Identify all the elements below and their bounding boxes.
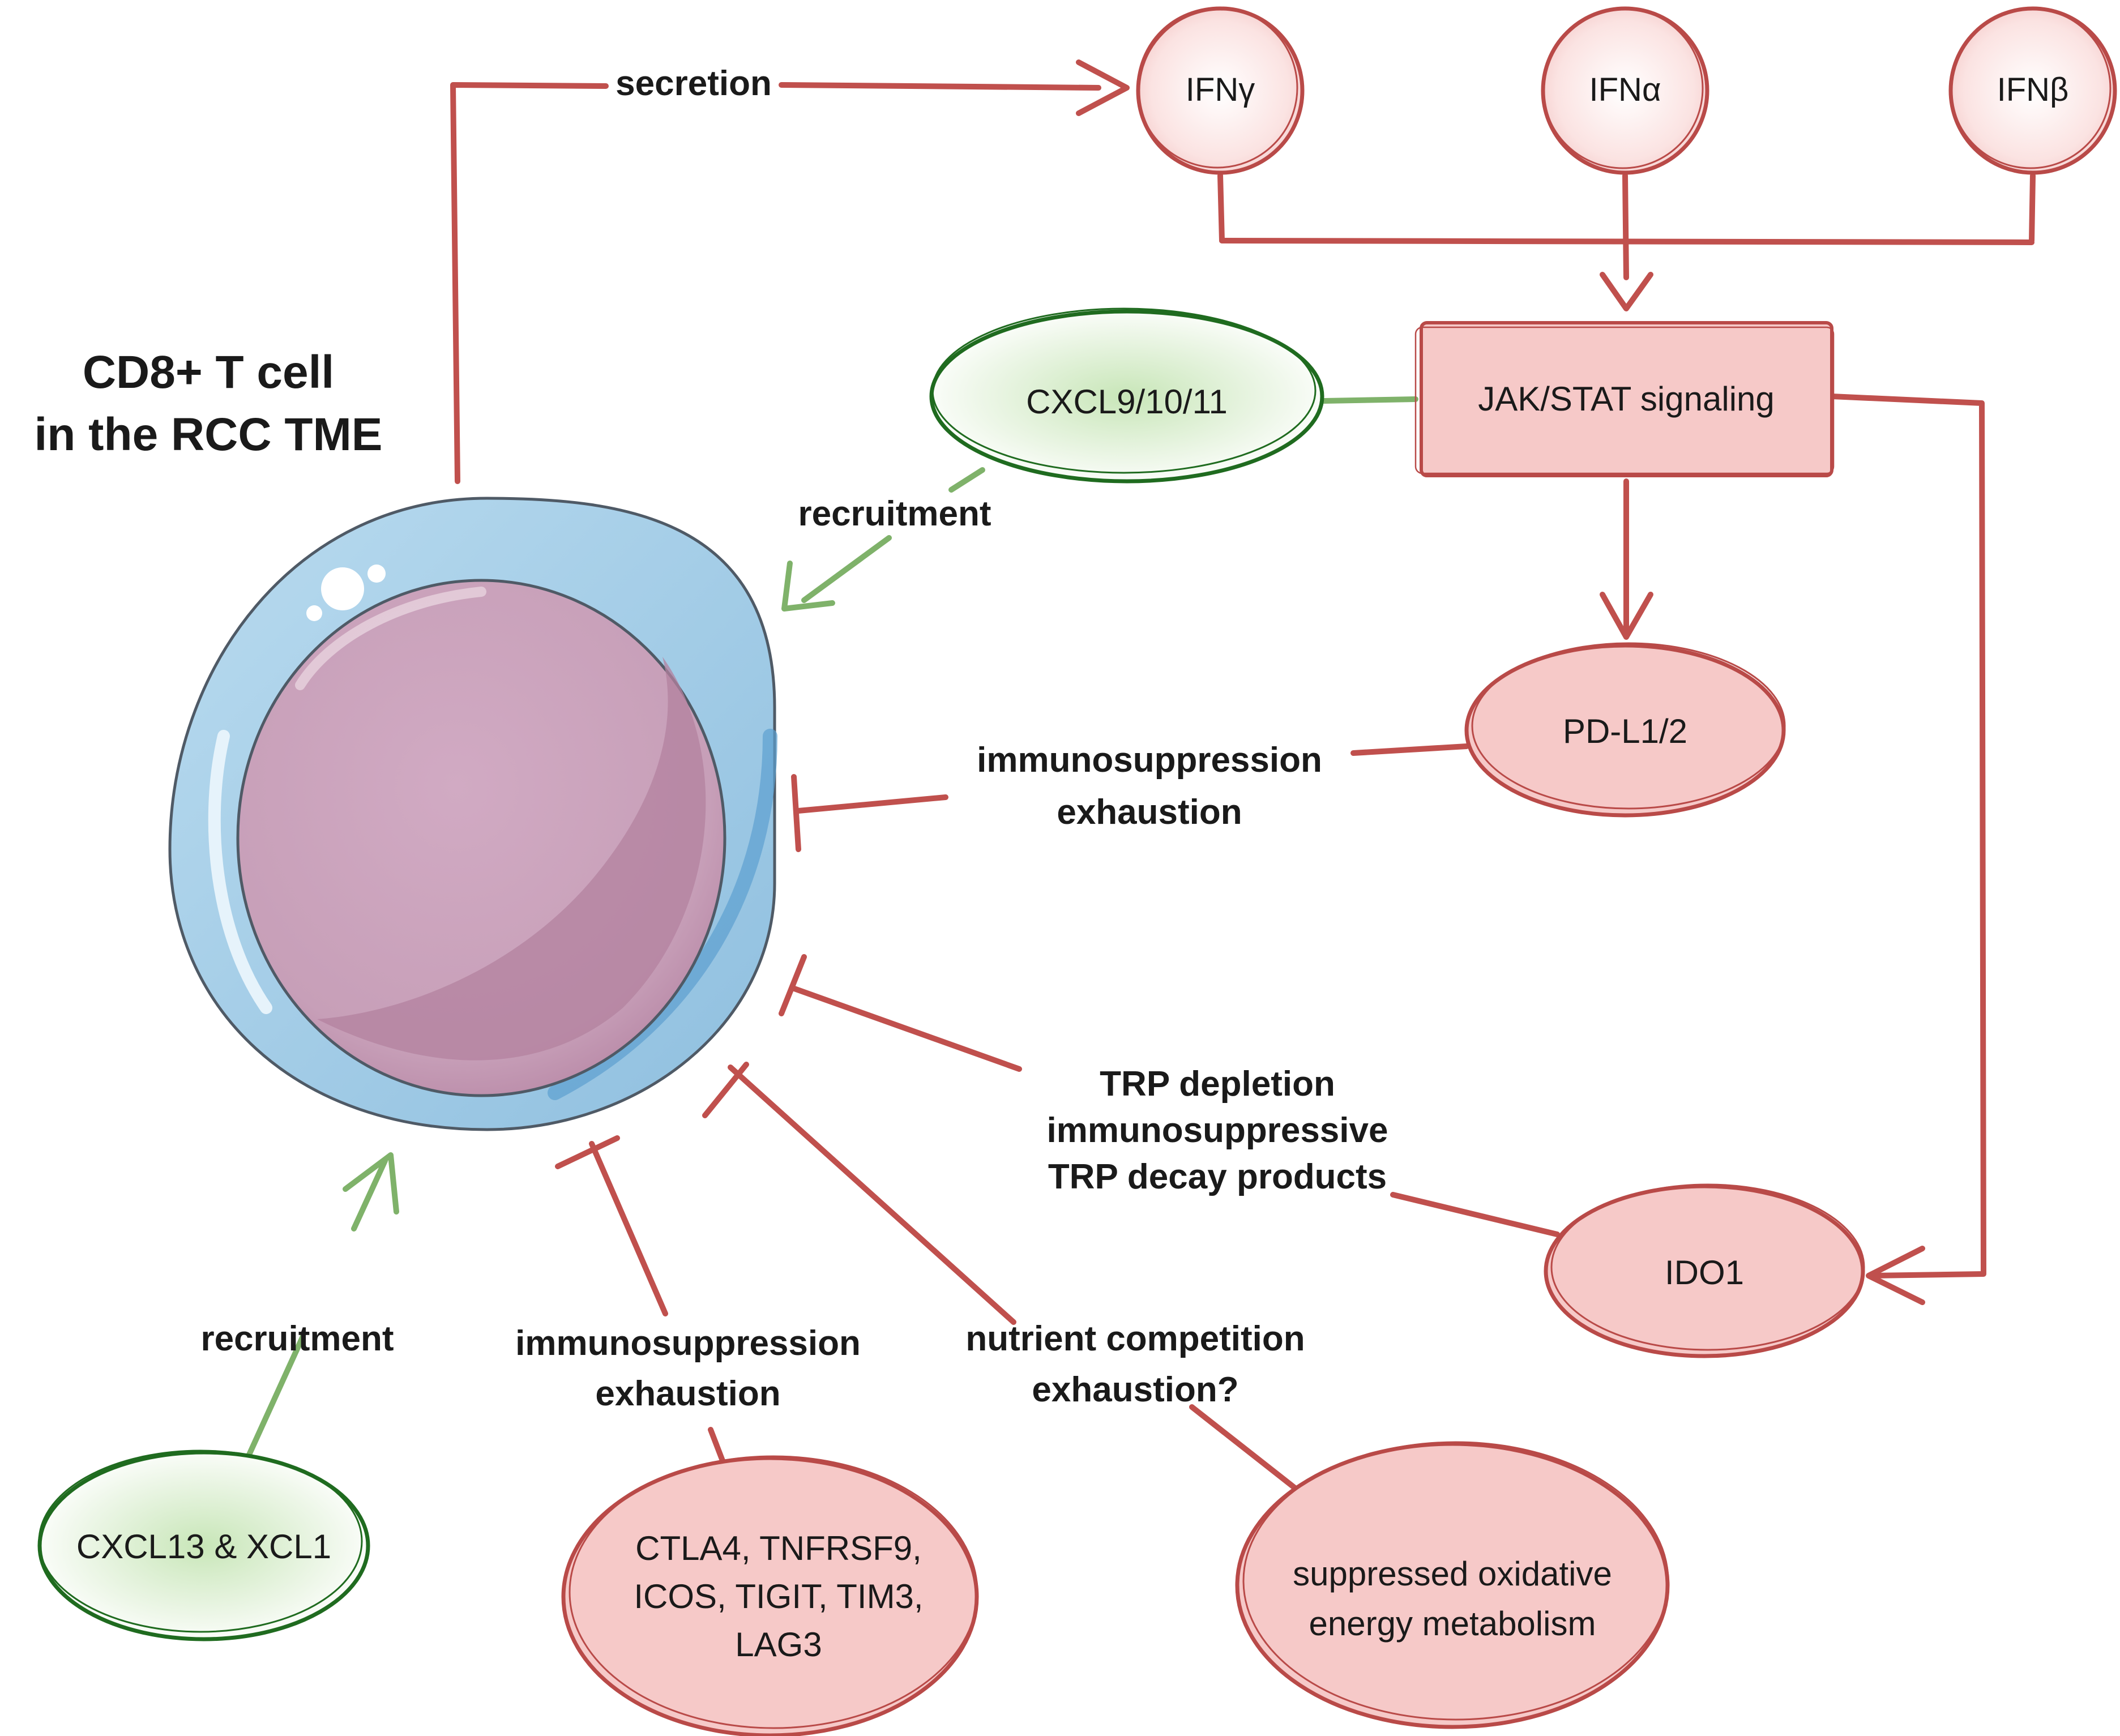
ido1-node: IDO1 <box>1544 1183 1865 1358</box>
checkpoint-inhibit-bar <box>555 1135 620 1169</box>
ifn-beta-stem <box>2029 173 2036 243</box>
metabolism-node: suppressed oxidative energy metabolism <box>1235 1441 1670 1729</box>
ifn-alpha-stem <box>1622 173 1629 280</box>
jak-stat-box <box>1420 321 1833 477</box>
cxcl13-label: CXCL13 & XCL1 <box>76 1528 331 1566</box>
checkpoint-effect-line1: immunosuppression <box>515 1324 861 1363</box>
cell-highlight-small <box>306 605 322 621</box>
jak-to-pdl1-arrowhead <box>1600 592 1653 640</box>
nucleus-shade <box>317 657 706 1061</box>
ido1-inhibit-line <box>790 985 1560 1237</box>
ido1-effect-line3: TRP decay products <box>1048 1157 1387 1196</box>
red-connectors <box>450 59 2036 1503</box>
cxcl13-recruit-line <box>243 1158 388 1464</box>
jak-stat-label: JAK/STAT signaling <box>1478 380 1775 418</box>
cell-highlight-large <box>321 567 364 610</box>
checkpoints-ellipse-sketch <box>569 1455 978 1729</box>
cell-title-line2: in the RCC TME <box>35 409 383 460</box>
secretion-label: secretion <box>616 64 772 103</box>
cell-membrane-highlight <box>208 730 272 1014</box>
cxcl9-recruit-line-upper <box>948 467 985 493</box>
jak-stat-box-sketch <box>1414 326 1835 474</box>
jak-to-ido1-line <box>1829 394 1986 1279</box>
ifn-to-jak-arrowhead <box>1600 272 1653 311</box>
checkpoints-label-line3: LAG3 <box>735 1626 822 1664</box>
ifn-gamma-label: IFNγ <box>1186 71 1255 108</box>
ifn-alpha-node: IFNα <box>1541 6 1709 175</box>
pdl1-label: PD-L1/2 <box>1563 712 1687 750</box>
ifn-gamma-stem <box>1217 173 1225 243</box>
pdl1-inhibit-line <box>796 743 1469 814</box>
ido1-inhibit-bar <box>779 954 807 1016</box>
pdl1-ellipse <box>1464 643 1786 818</box>
ifn-alpha-label: IFNα <box>1589 71 1661 108</box>
metabolism-effect-line2: exhaustion? <box>1032 1370 1238 1409</box>
metabolism-inhibit-bar <box>702 1062 749 1118</box>
cxcl9-ellipse <box>929 309 1324 484</box>
metabolism-inhibit-line <box>728 1064 1314 1503</box>
cxcl13-node: CXCL13 & XCL1 <box>37 1449 370 1641</box>
secretion-arrowhead <box>1076 59 1130 116</box>
cxcl9-recruit-arrowhead <box>781 561 835 612</box>
ifn-beta-node: IFNβ <box>1948 6 2117 175</box>
pdl1-ellipse-sketch <box>1471 642 1786 810</box>
ifn-gamma-node: IFNγ <box>1136 6 1305 175</box>
cxcl9-node: CXCL9/10/11 <box>929 307 1324 484</box>
ido1-label: IDO1 <box>1665 1254 1744 1292</box>
recruitment-top-label: recruitment <box>798 494 991 533</box>
cxcl9-label: CXCL9/10/11 <box>1026 383 1228 421</box>
metabolism-label-line1: suppressed oxidative <box>1293 1555 1612 1593</box>
cell-title-line1: CD8+ T cell <box>83 347 334 398</box>
cxcl13-ellipse-sketch <box>38 1449 363 1633</box>
recruitment-bottom-label: recruitment <box>200 1319 394 1358</box>
pdl1-effect-line1: immunosuppression <box>977 741 1322 780</box>
cxcl9-recruit-line-lower <box>801 535 892 603</box>
jak-stat-node: JAK/STAT signaling <box>1414 321 1835 477</box>
cell-highlight-medium <box>367 565 386 583</box>
ido1-ellipse-sketch <box>1550 1183 1865 1351</box>
jak-to-ido1-arrowhead <box>1866 1246 1925 1305</box>
checkpoints-label-line2: ICOS, TIGIT, TIM3, <box>634 1577 923 1615</box>
checkpoints-node: CTLA4, TNFRSF9, ICOS, TIGIT, TIM3, LAG3 <box>561 1455 979 1736</box>
ido1-effect-line2: immunosuppressive <box>1047 1111 1388 1150</box>
cxcl13-recruit-arrowhead <box>343 1152 399 1215</box>
metabolism-ellipse-sketch <box>1242 1441 1669 1721</box>
nucleus-highlight <box>295 587 486 690</box>
cd8-t-cell <box>168 497 777 1131</box>
pdl1-node: PD-L1/2 <box>1464 642 1786 818</box>
ifn-beta-circle-sketch <box>1950 7 2112 169</box>
ifn-gamma-circle-sketch <box>1136 7 1298 169</box>
ifn-bus <box>1219 238 2034 245</box>
ido1-ellipse <box>1544 1184 1865 1358</box>
checkpoints-label-line1: CTLA4, TNFRSF9, <box>635 1529 922 1567</box>
metabolism-label-line2: energy metabolism <box>1309 1605 1596 1643</box>
cxcl9-ellipse-sketch <box>931 307 1317 474</box>
pdl1-inhibit-bar <box>791 774 801 852</box>
checkpoint-effect-line2: exhaustion <box>595 1374 780 1413</box>
checkpoint-inhibit-line <box>589 1141 728 1469</box>
ifn-alpha-circle-sketch <box>1542 7 1704 169</box>
metabolism-effect-line1: nutrient competition <box>965 1319 1305 1358</box>
pdl1-effect-line2: exhaustion <box>1057 793 1242 832</box>
ifn-beta-label: IFNβ <box>1997 71 2069 108</box>
secretion-line <box>450 82 1101 484</box>
ido1-effect-line1: TRP depletion <box>1100 1064 1335 1104</box>
